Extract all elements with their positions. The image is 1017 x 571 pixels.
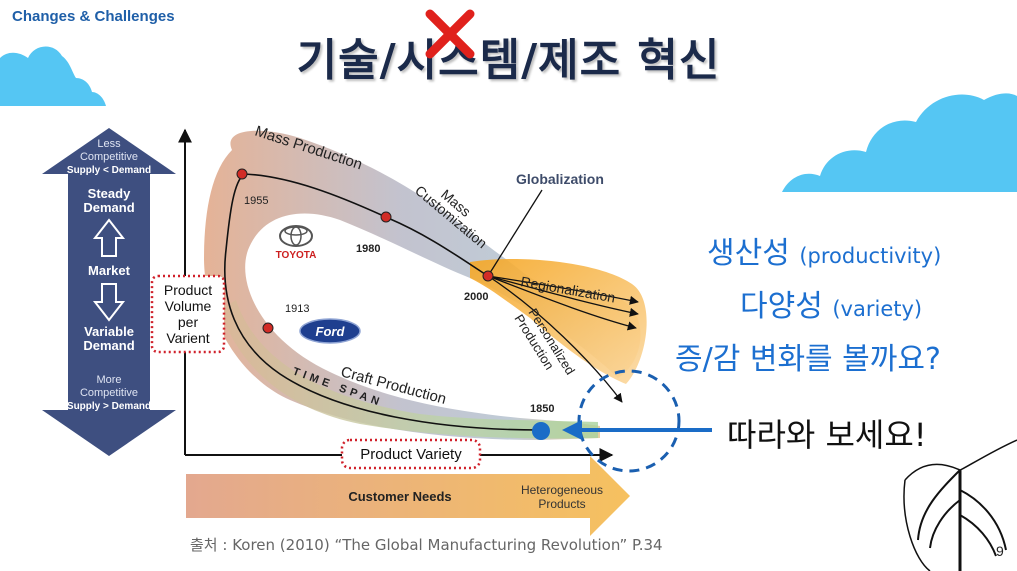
fan-arrow-1 bbox=[487, 275, 639, 305]
market-bottom-line3: Supply > Demand bbox=[67, 401, 151, 412]
page-number: 9 bbox=[996, 543, 1004, 559]
y-label-line2: Volume bbox=[165, 298, 212, 314]
market-top-line3: Supply < Demand bbox=[67, 165, 151, 176]
up-arrow-icon bbox=[92, 218, 126, 257]
productivity-line: 생산성 (productivity) bbox=[707, 228, 941, 272]
variety-en: (variety) bbox=[832, 297, 923, 321]
page-title: 기술/시스템/제조 혁신 bbox=[296, 35, 721, 86]
year-2000: 2000 bbox=[464, 291, 488, 303]
heterogeneous-line2: Products bbox=[538, 497, 585, 511]
point-1955 bbox=[236, 168, 248, 180]
change-question: 증/감 변화를 볼까요? bbox=[675, 342, 941, 377]
year-1980: 1980 bbox=[356, 243, 380, 255]
point-1913 bbox=[262, 322, 274, 334]
point-1980 bbox=[380, 211, 392, 223]
globalization-line bbox=[487, 189, 543, 277]
highlight-dashed-circle bbox=[577, 369, 681, 473]
customer-needs-arrow: Customer Needs Heterogeneous Products bbox=[186, 456, 630, 536]
red-x-mark-icon bbox=[425, 9, 475, 59]
tree-decoration bbox=[903, 439, 1017, 571]
market-steady-line1: Steady bbox=[88, 186, 131, 201]
productivity-ko: 생산성 bbox=[707, 236, 790, 271]
y-label-line4: Varient bbox=[166, 330, 209, 346]
section-label: Changes & Challenges bbox=[12, 8, 175, 25]
market-variable-line1: Variable bbox=[84, 324, 134, 339]
fan-arrow-4 bbox=[487, 275, 623, 403]
market-top-line2: Competitive bbox=[80, 151, 138, 163]
variety-line: 다양성 (variety) bbox=[740, 281, 922, 325]
ford-logo: Ford bbox=[299, 318, 361, 344]
globalization-fan bbox=[470, 258, 647, 384]
point-1850 bbox=[532, 422, 550, 440]
market-variable-line2: Demand bbox=[83, 338, 134, 353]
market-label: Market bbox=[88, 263, 131, 278]
year-1850: 1850 bbox=[530, 403, 554, 415]
x-label: Product Variety bbox=[360, 446, 462, 463]
cloud-right-decoration bbox=[782, 93, 1017, 192]
blue-pointer-arrow bbox=[562, 420, 712, 440]
variety-ko: 다양성 bbox=[740, 289, 823, 324]
time-span-band bbox=[204, 130, 641, 441]
customer-needs-label: Customer Needs bbox=[348, 489, 451, 504]
x-label-box bbox=[340, 438, 482, 470]
follow-prompt: 따라와 보세요! bbox=[727, 416, 927, 454]
toyota-logo: TOYOTA bbox=[276, 225, 317, 261]
market-steady-line2: Demand bbox=[83, 200, 134, 215]
ford-text: Ford bbox=[316, 324, 346, 339]
market-bottom-line1: More bbox=[96, 374, 121, 386]
down-arrow-icon bbox=[92, 283, 126, 322]
year-1955: 1955 bbox=[244, 195, 268, 207]
y-label-line1: Product bbox=[164, 282, 212, 298]
heterogeneous-line1: Heterogeneous bbox=[521, 483, 603, 497]
y-label-line3: per bbox=[178, 314, 199, 330]
label-globalization: Globalization bbox=[516, 171, 604, 187]
fan-arrow-3 bbox=[487, 275, 637, 331]
lower-band bbox=[220, 300, 598, 439]
market-top-line1: Less bbox=[97, 138, 121, 150]
source-citation: 출처 : Koren (2010) “The Global Manufactur… bbox=[190, 536, 663, 554]
y-label-box bbox=[150, 274, 226, 354]
year-1913: 1913 bbox=[285, 303, 309, 315]
toyota-text: TOYOTA bbox=[276, 250, 317, 261]
cloud-left-decoration bbox=[0, 46, 106, 106]
year-points bbox=[236, 168, 550, 440]
point-2000 bbox=[482, 270, 494, 282]
market-bottom-line2: Competitive bbox=[80, 387, 138, 399]
productivity-en: (productivity) bbox=[799, 244, 942, 268]
market-double-arrow: Less Competitive Supply < Demand Steady … bbox=[42, 128, 176, 456]
fan-arrow-2 bbox=[487, 275, 639, 317]
